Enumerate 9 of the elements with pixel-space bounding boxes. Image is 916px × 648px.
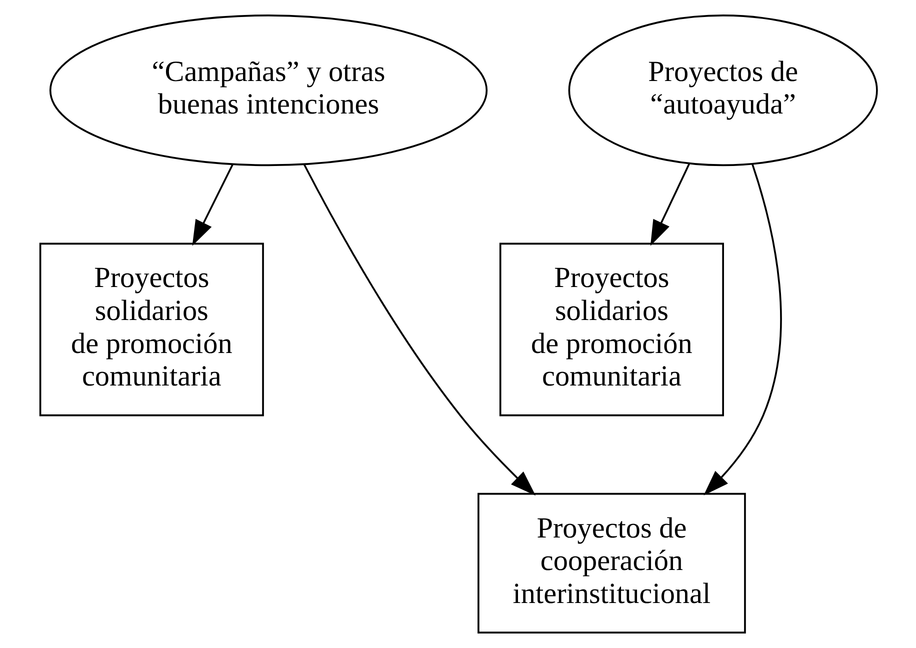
arrow (302, 164, 536, 496)
arrow (650, 163, 690, 246)
arrow (192, 164, 233, 246)
node-box: Proyectos de cooperación interinstitucional (477, 492, 746, 634)
node-ellipse: “Campañas” y otras buenas intenciones (48, 14, 488, 166)
arrow (703, 164, 782, 496)
node-box: Proyectos solidarios de promoción comunitaria (38, 242, 264, 416)
node-ellipse: Proyectos de “autoayuda” (568, 14, 878, 166)
node-box: Proyectos solidarios de promoción comunitaria (498, 242, 724, 416)
